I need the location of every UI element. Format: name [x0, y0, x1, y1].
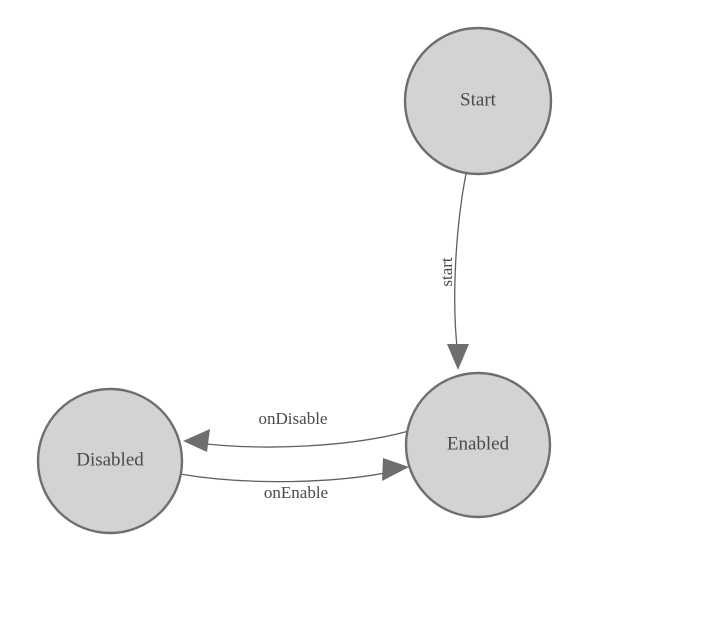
edge-label-start: start [437, 257, 456, 287]
arrowhead-start-to-enabled [447, 344, 469, 370]
node-start[interactable]: Start [403, 26, 553, 176]
edge-label-on-disable: onDisable [259, 409, 328, 428]
edge-path-disabled-to-enabled [179, 470, 396, 483]
edge-path-start-to-enabled [454, 173, 467, 357]
edges-layer: start onDisable onEnable [179, 173, 469, 502]
edge-start-to-enabled[interactable]: start [437, 173, 469, 370]
arrowhead-disabled-to-enabled [382, 458, 409, 481]
nodes-layer: Start Enabled Disabled [36, 26, 553, 535]
node-enabled-label: Enabled [447, 433, 510, 454]
node-disabled-label: Disabled [76, 449, 144, 470]
node-start-label: Start [460, 89, 497, 110]
edge-path-enabled-to-disabled [196, 430, 410, 448]
arrowhead-enabled-to-disabled [183, 429, 210, 452]
edge-enabled-to-disabled[interactable]: onDisable [183, 409, 410, 452]
node-start-circle [403, 26, 553, 176]
node-enabled[interactable]: Enabled [404, 371, 552, 519]
edge-label-on-enable: onEnable [264, 483, 328, 502]
node-disabled-circle [36, 387, 184, 535]
node-enabled-circle [404, 371, 552, 519]
node-disabled[interactable]: Disabled [36, 387, 184, 535]
edge-disabled-to-enabled[interactable]: onEnable [179, 458, 409, 502]
